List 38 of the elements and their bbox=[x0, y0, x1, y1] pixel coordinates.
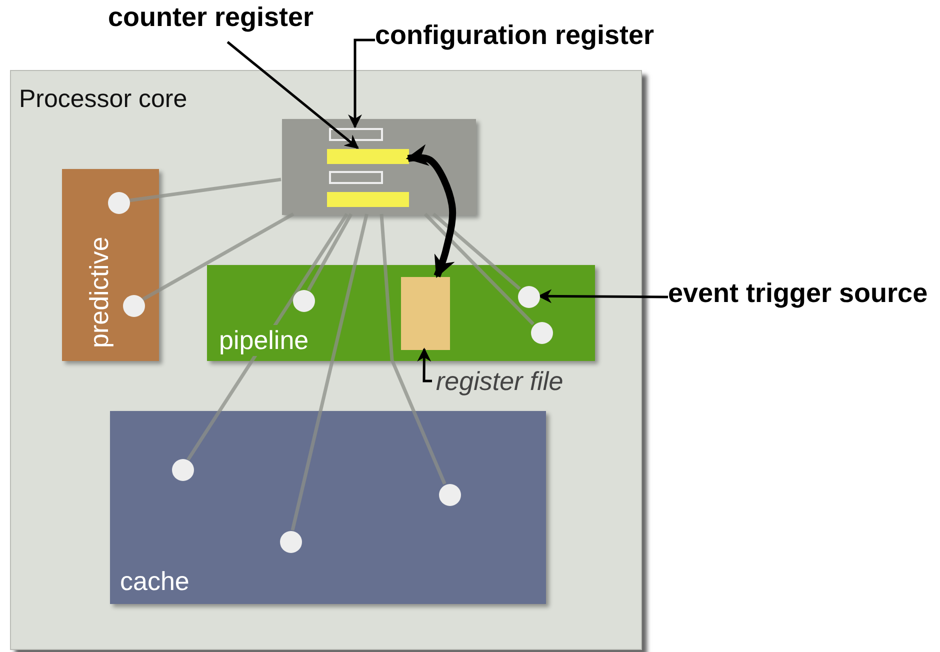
callout-label: register file bbox=[436, 366, 564, 397]
register-slot bbox=[329, 128, 383, 141]
dot bbox=[518, 286, 540, 308]
callout-label: event trigger source bbox=[668, 278, 928, 309]
register-bar bbox=[327, 149, 409, 164]
dot bbox=[172, 459, 194, 481]
dot bbox=[108, 192, 130, 214]
register-unit-box bbox=[282, 119, 476, 215]
connector-line bbox=[380, 214, 446, 485]
connector-line bbox=[306, 213, 353, 292]
processor-core-panel bbox=[10, 70, 642, 650]
dot bbox=[439, 484, 461, 506]
connector-line bbox=[432, 212, 521, 290]
box-label: predictive bbox=[84, 236, 115, 348]
leader-arrow bbox=[348, 38, 375, 128]
callout-label: configuration register bbox=[375, 20, 654, 51]
cache-box bbox=[110, 411, 546, 604]
connector-line bbox=[142, 212, 294, 302]
dot bbox=[531, 322, 553, 344]
connector-line bbox=[424, 212, 535, 326]
box-label: cache bbox=[120, 566, 190, 597]
pipeline-box bbox=[207, 265, 595, 361]
panel-title: Processor core bbox=[19, 85, 188, 114]
dot bbox=[123, 295, 145, 317]
leader-arrow bbox=[538, 289, 668, 304]
leader-arrow bbox=[417, 348, 432, 382]
register-bar bbox=[327, 192, 409, 207]
dot bbox=[293, 290, 315, 312]
register-slot bbox=[329, 171, 383, 184]
double-arrow bbox=[406, 144, 456, 278]
connector-line bbox=[186, 213, 348, 461]
predictive-box bbox=[62, 169, 159, 361]
connector-line bbox=[128, 178, 282, 202]
callout-label: counter register bbox=[108, 2, 314, 33]
dot bbox=[280, 531, 302, 553]
leader-arrow bbox=[226, 41, 359, 149]
register-file-box bbox=[401, 277, 450, 350]
connector-line bbox=[290, 214, 368, 531]
